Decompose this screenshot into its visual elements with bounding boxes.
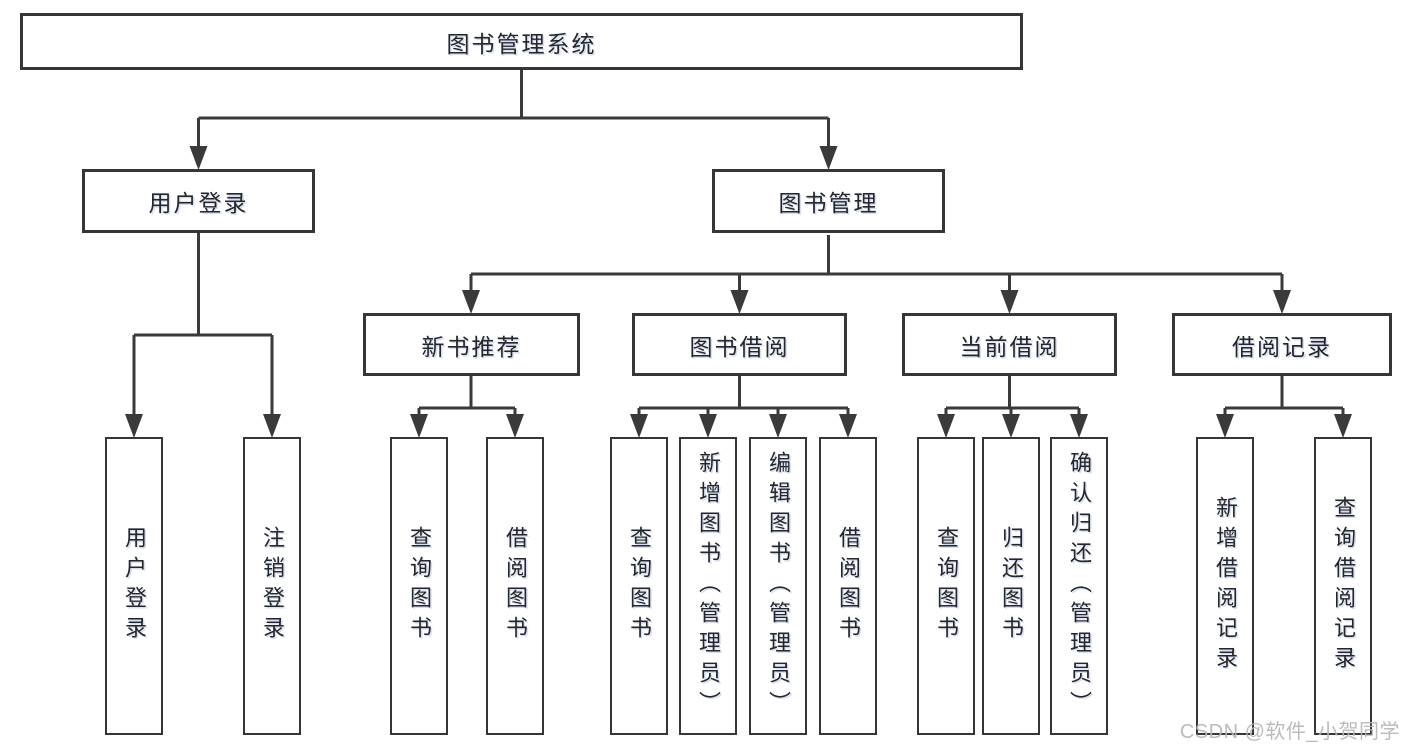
leaf-borrowing-borrow-label: 借阅图书 xyxy=(836,526,861,646)
leaf-borrowing-borrow: 借阅图书 xyxy=(819,437,877,735)
arrowhead-borrowing-records xyxy=(1273,290,1291,314)
node-borrowing-records: 借阅记录 xyxy=(1172,313,1392,376)
node-book-borrowing: 图书借阅 xyxy=(632,313,847,376)
arrowhead-book-borrowing xyxy=(730,290,749,314)
leaf-newbooks-borrow: 借阅图书 xyxy=(486,437,544,735)
leaf-borrowing-add-label: 新增图书（管理员） xyxy=(696,451,721,721)
arrowhead-nb-borrow xyxy=(506,414,524,438)
connector-borrowing-records-group xyxy=(1223,376,1345,418)
arrowhead-cb-confirm xyxy=(1070,414,1088,438)
leaf-borrowing-edit-label: 编辑图书（管理员） xyxy=(766,451,791,721)
node-current-borrowing: 当前借阅 xyxy=(902,313,1117,376)
node-user-login: 用户登录 xyxy=(82,169,315,233)
leaf-records-query: 查询借阅记录 xyxy=(1314,437,1372,735)
leaf-records-add-label: 新增借阅记录 xyxy=(1213,496,1238,676)
node-new-books-label: 新书推荐 xyxy=(421,333,522,360)
arrowhead-bb-add xyxy=(699,414,717,438)
node-new-books: 新书推荐 xyxy=(363,313,580,376)
leaf-current-confirm: 确认归还（管理员） xyxy=(1050,437,1108,735)
node-user-login-label: 用户登录 xyxy=(148,190,249,216)
leaf-borrowing-query-label: 查询图书 xyxy=(627,526,652,646)
node-root: 图书管理系统 xyxy=(20,13,1023,70)
arrowhead-user-login xyxy=(189,146,208,170)
arrowhead-book-management xyxy=(819,146,838,170)
arrowhead-br-query xyxy=(1334,414,1352,438)
node-borrowing-records-label: 借阅记录 xyxy=(1232,333,1332,360)
node-book-borrowing-label: 图书借阅 xyxy=(689,333,790,360)
arrowhead-leaf-logout xyxy=(263,414,281,438)
leaf-borrowing-query: 查询图书 xyxy=(610,437,668,735)
csdn-watermark: CSDN @软件_小贺同学 xyxy=(1179,721,1400,743)
arrowhead-bb-borrow xyxy=(839,414,857,438)
leaf-current-query-label: 查询图书 xyxy=(934,526,959,646)
connector-book-borrowing-group xyxy=(637,376,850,418)
node-root-label: 图书管理系统 xyxy=(446,30,597,57)
leaf-newbooks-query: 查询图书 xyxy=(390,437,448,735)
leaf-logout-label: 注销登录 xyxy=(260,526,285,646)
node-book-management: 图书管理 xyxy=(712,169,945,233)
arrowhead-bb-edit xyxy=(769,414,787,438)
leaf-user-login: 用户登录 xyxy=(105,437,163,735)
leaf-borrowing-edit: 编辑图书（管理员） xyxy=(749,437,807,735)
connector-user-login-group xyxy=(132,233,274,418)
connector-new-books-group xyxy=(417,376,517,418)
leaf-borrowing-add: 新增图书（管理员） xyxy=(679,437,737,735)
connector-root-to-level2 xyxy=(197,70,830,150)
connector-book-management-to-level3 xyxy=(469,235,1284,294)
leaf-user-login-label: 用户登录 xyxy=(122,526,147,646)
node-current-borrowing-label: 当前借阅 xyxy=(959,333,1060,360)
leaf-newbooks-query-label: 查询图书 xyxy=(407,526,432,646)
leaf-records-query-label: 查询借阅记录 xyxy=(1331,496,1356,676)
leaf-current-confirm-label: 确认归还（管理员） xyxy=(1067,451,1092,721)
arrowhead-bb-query xyxy=(630,414,648,438)
arrowhead-nb-query xyxy=(410,414,428,438)
leaf-current-return: 归还图书 xyxy=(982,437,1040,735)
arrowhead-cb-return xyxy=(1002,414,1020,438)
arrowhead-current-borrowing xyxy=(1000,290,1019,314)
leaf-newbooks-borrow-label: 借阅图书 xyxy=(503,526,528,646)
arrowhead-cb-query xyxy=(937,414,955,438)
connector-current-borrowing-group xyxy=(944,376,1081,418)
leaf-logout: 注销登录 xyxy=(243,437,301,735)
leaf-current-query: 查询图书 xyxy=(917,437,975,735)
node-book-management-label: 图书管理 xyxy=(778,190,879,216)
arrowhead-br-add xyxy=(1216,414,1234,438)
arrowhead-new-books xyxy=(462,290,480,314)
arrowhead-leaf-login xyxy=(125,414,143,438)
leaf-records-add: 新增借阅记录 xyxy=(1196,437,1254,735)
leaf-current-return-label: 归还图书 xyxy=(999,526,1024,646)
